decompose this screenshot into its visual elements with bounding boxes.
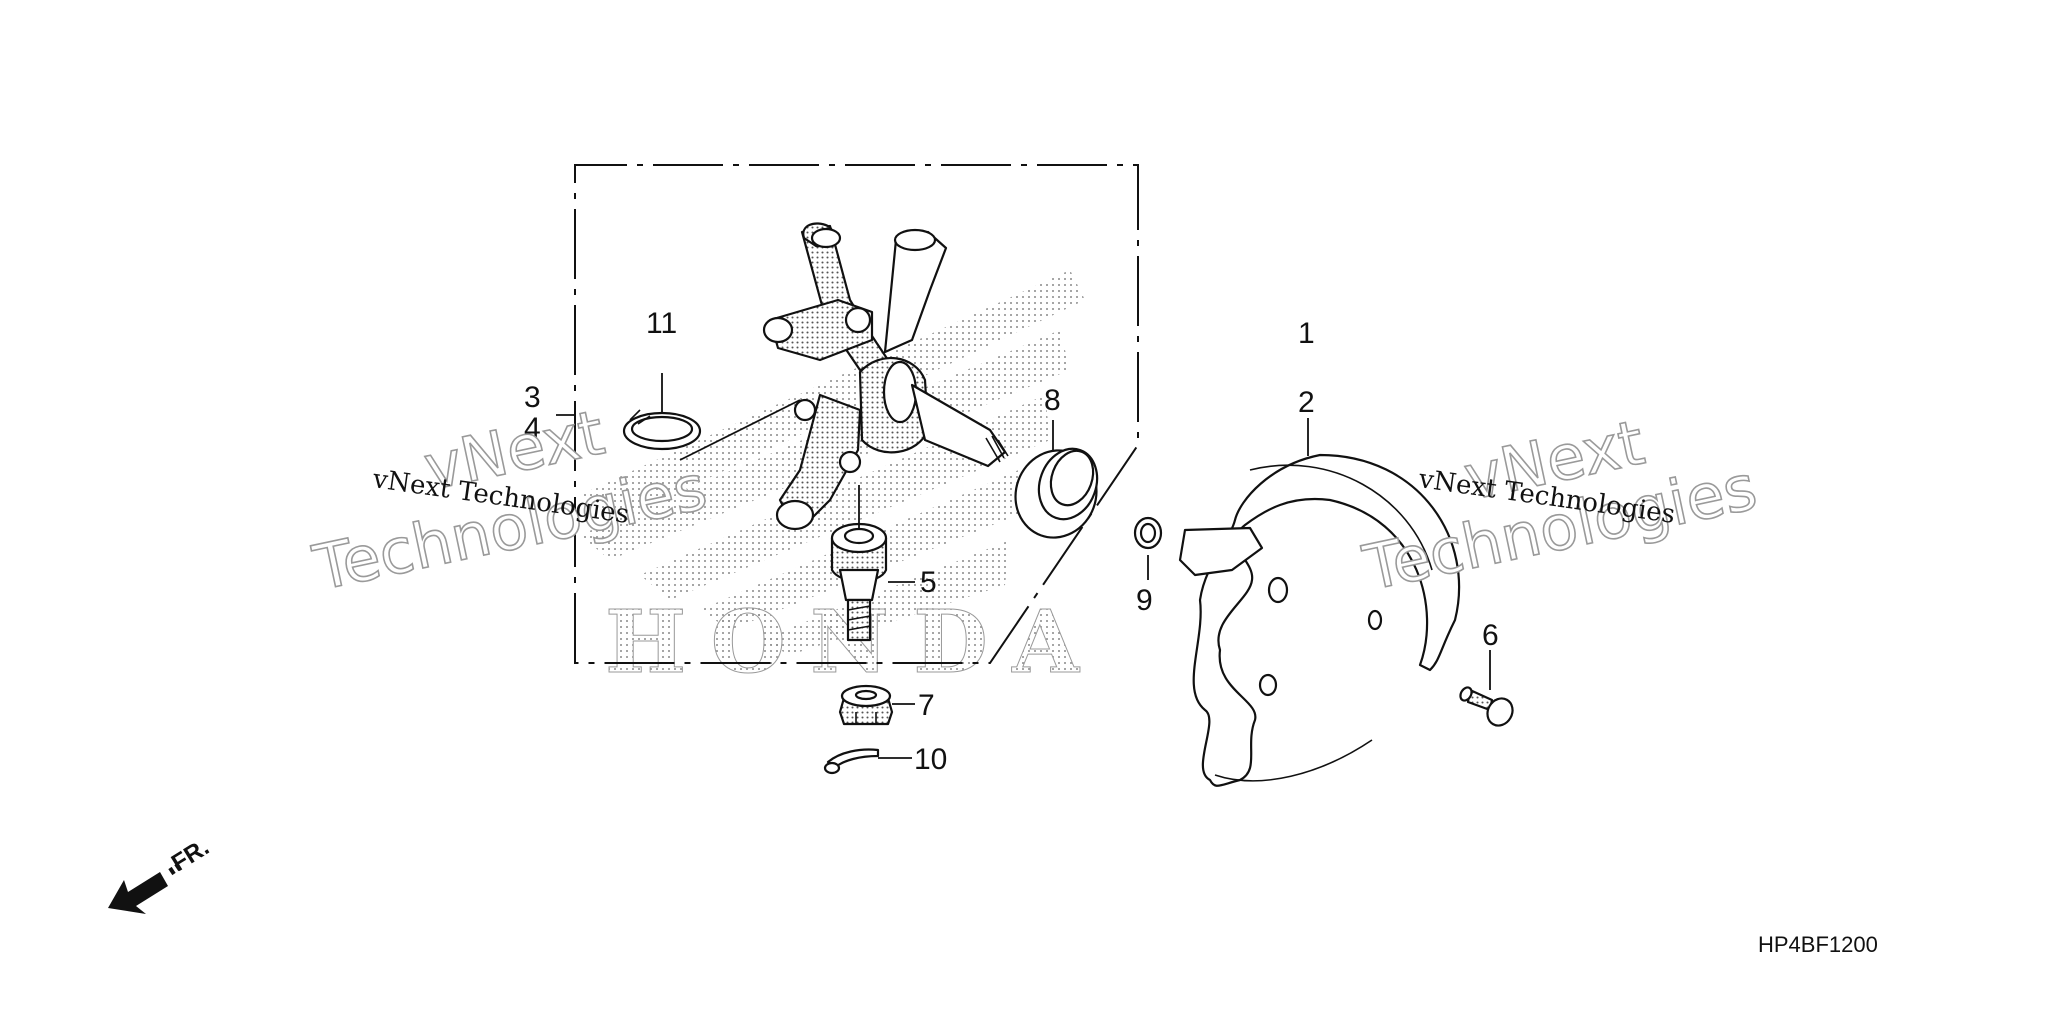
steering-knuckle: [762, 222, 1009, 531]
callout-4: 4: [524, 412, 541, 445]
ball-joint: [830, 522, 888, 642]
callout-10: 10: [914, 743, 947, 776]
callout-9: 9: [1136, 584, 1153, 617]
diagram-code: HP4BF1200: [1758, 932, 1878, 957]
callout-2: 2: [1298, 386, 1315, 419]
flange-bolt: [1459, 686, 1514, 727]
disc-cover: [1178, 453, 1461, 787]
castle-nut: [838, 684, 894, 726]
callout-3: 3: [524, 381, 541, 414]
cotter-pin: [823, 748, 880, 775]
callout-numbers: 11 3 4 8 1 2 5 9 6 7 10: [524, 307, 1499, 776]
callout-6: 6: [1482, 619, 1499, 652]
callout-7: 7: [918, 689, 935, 722]
callout-5: 5: [920, 566, 937, 599]
callout-11: 11: [646, 307, 677, 340]
o-ring: [1133, 516, 1163, 550]
circlip-ring: [622, 409, 702, 451]
dust-seal: [1014, 447, 1099, 539]
leader-lines: [556, 373, 1491, 759]
callout-8: 8: [1044, 384, 1061, 417]
callout-1: 1: [1298, 317, 1315, 350]
honda-logo-text: HONDA: [605, 592, 1085, 693]
arrow-left-down-icon: [108, 872, 168, 914]
assembly-frame: [574, 164, 1139, 664]
leader-circlip-knuckle: [679, 399, 801, 461]
front-direction-arrow: FR.: [108, 834, 214, 914]
